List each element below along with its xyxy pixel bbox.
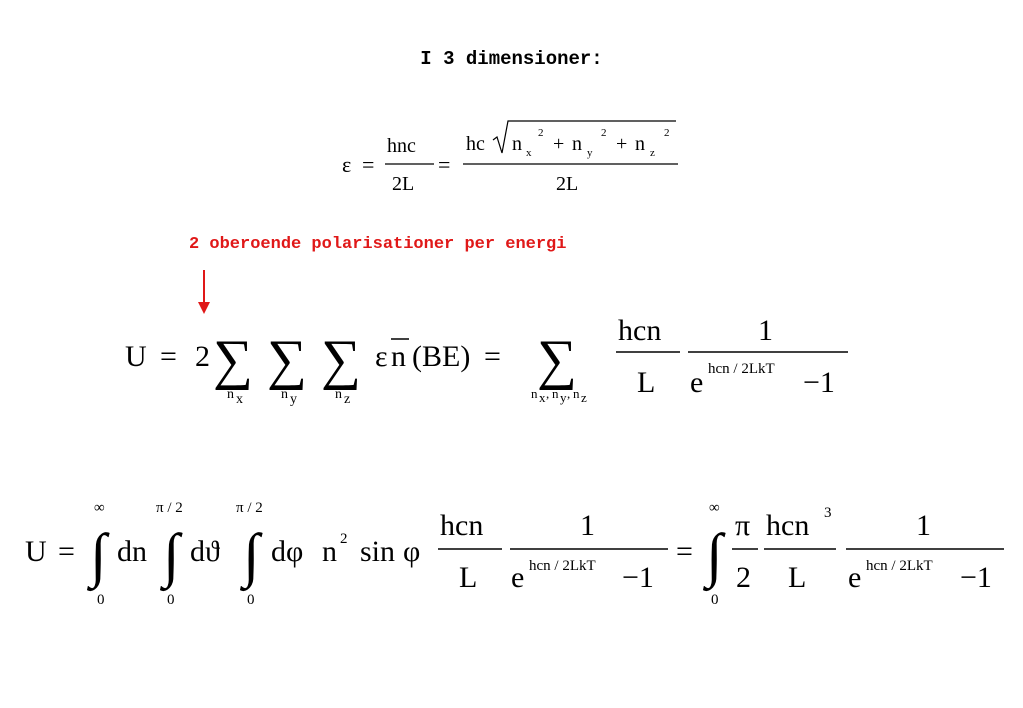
fraction-denominator: 2L (556, 173, 578, 195)
subscript-z: z (650, 147, 655, 159)
sum-index-x: x (236, 392, 243, 407)
minus-one: −1 (960, 561, 992, 594)
n-bar-symbol: n (391, 340, 406, 373)
lower-limit: 0 (167, 592, 175, 608)
lower-limit: 0 (711, 592, 719, 608)
sum-index-n: n (573, 386, 580, 401)
sum-sign-nx: ∑ (213, 329, 253, 391)
sum-index-n: n (281, 387, 288, 402)
sum-index-n: n (531, 386, 538, 401)
subscript-y: y (587, 147, 593, 159)
epsilon-symbol: ε (375, 340, 388, 373)
sum-index-n: n (552, 386, 559, 401)
equals-sign: = (438, 152, 450, 177)
sum-index-z: z (344, 392, 350, 407)
n-symbol: n (512, 133, 522, 155)
equals-sign: = (160, 340, 177, 373)
lower-limit: 0 (97, 592, 105, 608)
plus-sign: + (616, 133, 627, 155)
upper-limit: π / 2 (236, 500, 263, 516)
plus-sign: + (553, 133, 564, 155)
sum-sign-nz: ∑ (321, 329, 361, 391)
sum-index-n: n (227, 387, 234, 402)
sum-index-n: n (335, 387, 342, 402)
fraction-numerator-one: 1 (758, 314, 773, 347)
exponent: hcn / 2LkT (866, 558, 933, 574)
pi-numerator: π (735, 509, 750, 542)
two-denominator: 2 (736, 561, 751, 594)
n-symbol: n (635, 133, 645, 155)
hcn-numerator: hcn (766, 509, 809, 542)
fraction-numerator-one: 1 (916, 509, 931, 542)
integral-sign: ∫ (703, 522, 726, 592)
minus-one: −1 (622, 561, 654, 594)
superscript-2: 2 (538, 127, 544, 139)
sum-index-x: x (539, 390, 546, 405)
sum-index-y: y (560, 390, 567, 405)
slide-title: I 3 dimensioner: (420, 48, 603, 70)
fraction-numerator-hc: hc (466, 133, 485, 155)
fraction-numerator: hnc (387, 135, 416, 157)
n-symbol: n (572, 133, 582, 155)
integral-sign: ∫ (160, 522, 183, 592)
subscript-x: x (526, 147, 532, 159)
superscript-2: 2 (664, 127, 670, 139)
comma: , (546, 386, 549, 401)
lower-limit: 0 (247, 592, 255, 608)
fraction-denominator: 2L (392, 173, 414, 195)
phi-symbol: φ (403, 535, 420, 568)
dtheta: dϑ (190, 535, 220, 568)
fraction-denominator: L (637, 366, 655, 399)
superscript-3: 3 (824, 505, 832, 521)
integral-sign: ∫ (240, 522, 263, 592)
dn: dn (117, 535, 147, 568)
n-symbol: n (322, 535, 337, 568)
sum-index-z: z (581, 390, 587, 405)
exponent: hcn / 2LkT (529, 558, 596, 574)
sin-function: sin (360, 535, 395, 568)
upper-limit: ∞ (709, 500, 720, 516)
integral-sign: ∫ (87, 522, 110, 592)
fraction-numerator-one: 1 (580, 509, 595, 542)
bose-einstein-label: (BE) (412, 340, 470, 373)
fraction-denominator: L (788, 561, 806, 594)
upper-limit: ∞ (94, 500, 105, 516)
superscript-2: 2 (340, 531, 348, 547)
fraction-numerator: hcn (440, 509, 483, 542)
exponential-e: e (511, 561, 524, 594)
comma: , (567, 386, 570, 401)
upper-limit: π / 2 (156, 500, 183, 516)
exponential-e: e (848, 561, 861, 594)
equals-sign: = (362, 152, 374, 177)
minus-one: −1 (803, 366, 835, 399)
fraction-denominator: L (459, 561, 477, 594)
down-arrow-icon (198, 270, 210, 314)
U-symbol: U (125, 340, 147, 373)
fraction-numerator: hcn (618, 314, 661, 347)
U-symbol: U (25, 535, 47, 568)
exponential-e: e (690, 366, 703, 399)
sum-sign-ny: ∑ (267, 329, 307, 391)
sum-index-y: y (290, 392, 297, 407)
annotation-text: 2 oberoende polarisationer per energi (189, 235, 567, 254)
sum-sign: ∑ (537, 329, 577, 391)
dphi: dφ (271, 535, 303, 568)
exponent: hcn / 2LkT (708, 361, 775, 377)
coefficient: 2 (195, 340, 210, 373)
equals-sign: = (58, 535, 75, 568)
equals-sign: = (676, 535, 693, 568)
equals-sign: = (484, 340, 501, 373)
epsilon-symbol: ε (342, 152, 351, 177)
superscript-2: 2 (601, 127, 607, 139)
sqrt-sign (492, 120, 676, 154)
